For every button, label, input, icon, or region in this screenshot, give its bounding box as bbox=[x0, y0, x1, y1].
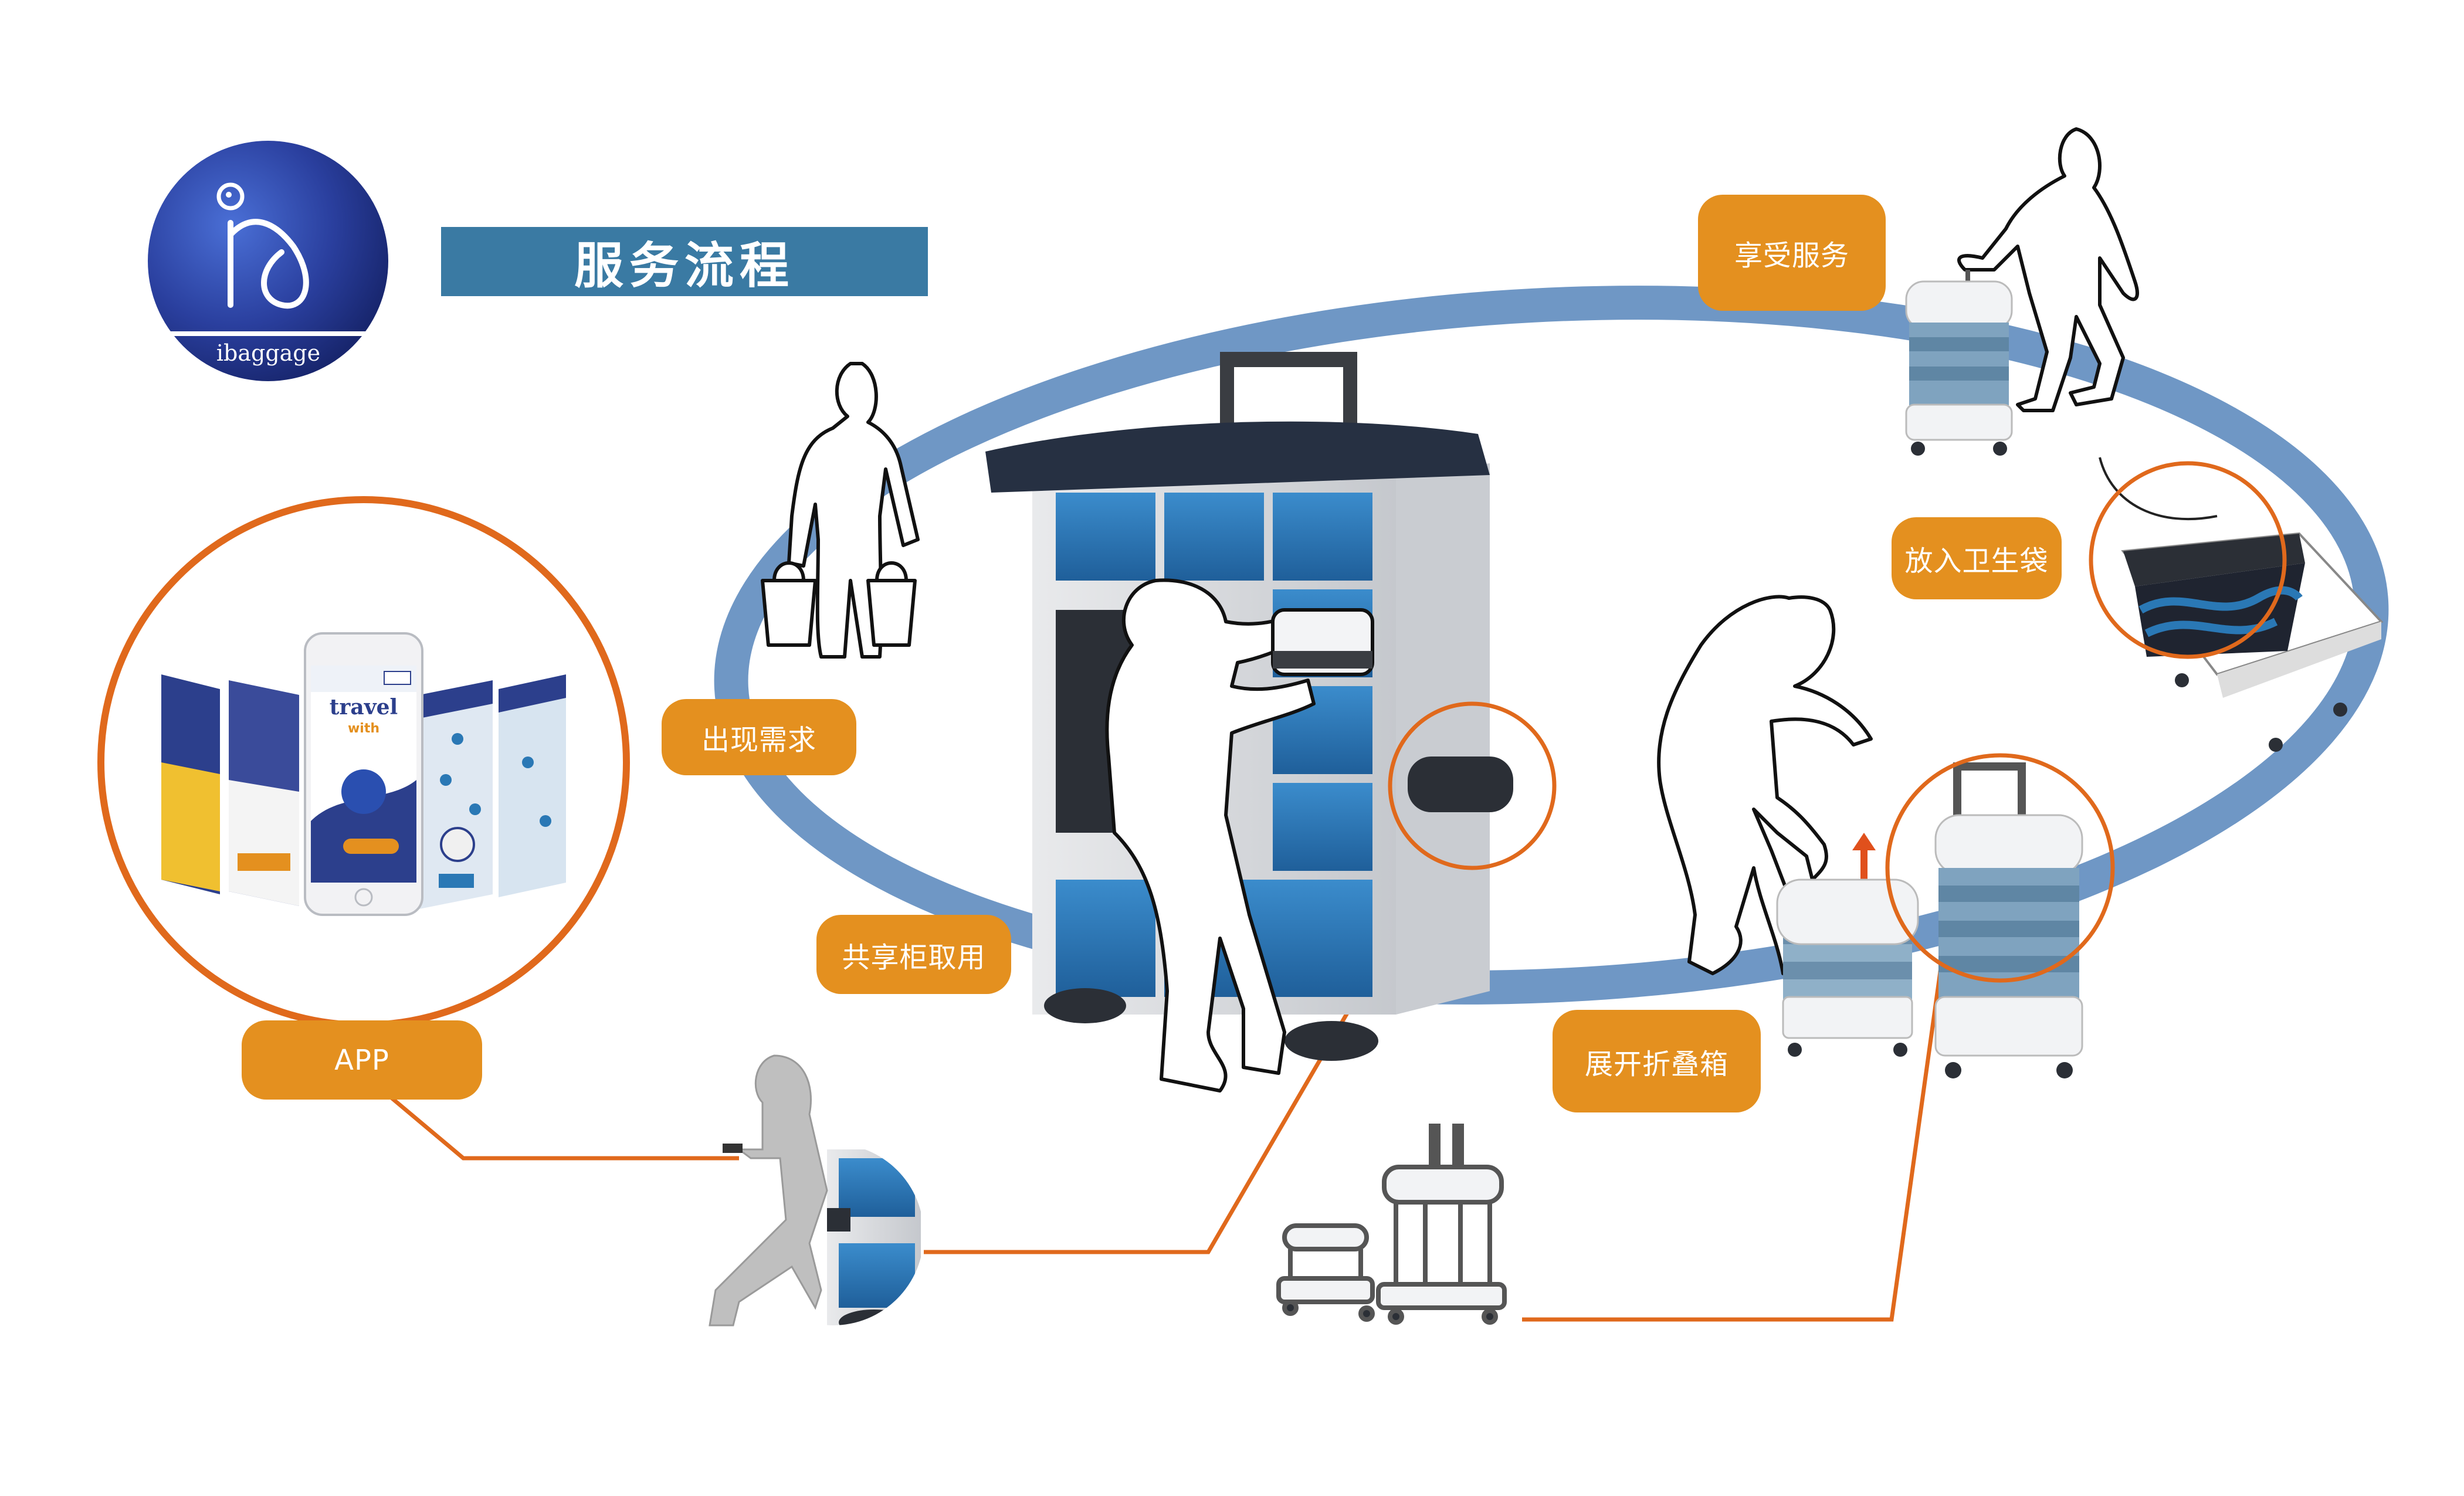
ibaggage-logo-icon bbox=[148, 141, 388, 381]
arrow-up-icon bbox=[1852, 833, 1876, 883]
cabinet-use-scene bbox=[709, 1054, 924, 1327]
cabinet-callout-circle bbox=[1388, 701, 1557, 870]
unfold-callout-circle bbox=[1885, 753, 2115, 983]
step-label-cabinet: 共享柜取用 bbox=[816, 915, 1011, 994]
app-screen-subtitle: with bbox=[347, 721, 380, 736]
phone-icon bbox=[304, 632, 423, 916]
logo-wordmark: ibaggage bbox=[216, 340, 321, 366]
flow-loop-ring bbox=[714, 286, 2389, 1005]
suitcase-icon bbox=[2099, 457, 2384, 752]
step-label-bag: 放入卫生袋 bbox=[1892, 517, 2062, 599]
person-icon bbox=[1657, 595, 1873, 981]
app-callout bbox=[97, 496, 630, 1029]
person-icon bbox=[1957, 127, 2139, 412]
step-label-need: 出现需求 bbox=[662, 699, 856, 775]
suitcase-icon bbox=[1934, 762, 2083, 1078]
person-icon bbox=[1105, 578, 1374, 1093]
app-screen-left bbox=[161, 674, 299, 906]
page-title: 服务流程 bbox=[574, 236, 795, 294]
app-screen-title: travel bbox=[329, 695, 398, 720]
step-label-enjoy: 享受服务 bbox=[1698, 195, 1886, 311]
person-icon bbox=[761, 362, 920, 659]
step-label-app: APP bbox=[242, 1020, 482, 1100]
step-label-unfold: 展开折叠箱 bbox=[1553, 1010, 1761, 1112]
suitcase-icon bbox=[1905, 270, 2013, 456]
app-screen-right bbox=[419, 674, 566, 909]
bag-callout-circle bbox=[2089, 461, 2287, 659]
cart-icon bbox=[1276, 1124, 1507, 1325]
title-bar-bg bbox=[441, 227, 928, 296]
suitcase-icon bbox=[1776, 878, 1919, 1057]
